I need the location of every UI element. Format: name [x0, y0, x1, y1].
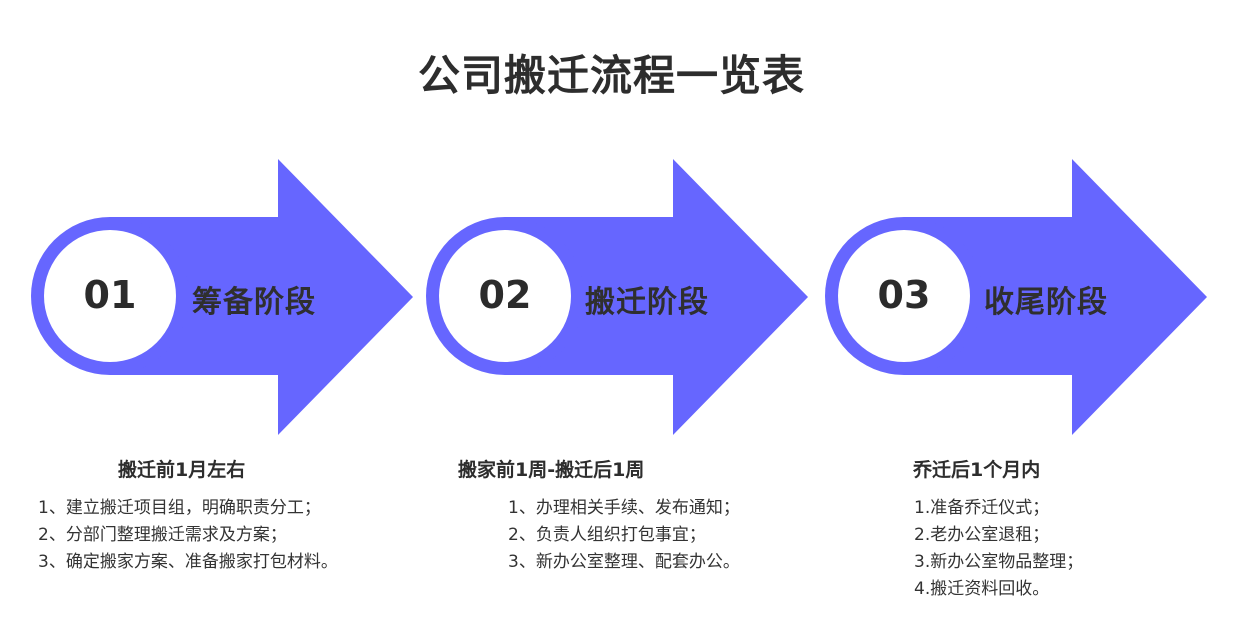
- stage-2-period: 搬家前1周-搬迁后1周: [458, 459, 645, 481]
- stage-1-period: 搬迁前1月左右: [118, 459, 246, 481]
- stage-3-arrow: 03 收尾阶段: [822, 155, 1212, 440]
- stage-3-period: 乔迁后1个月内: [913, 459, 1041, 481]
- list-item: 1、建立搬迁项目组，明确职责分工；: [38, 498, 321, 518]
- page-title: 公司搬迁流程一览表: [417, 51, 805, 100]
- list-item: 2、分部门整理搬迁需求及方案；: [38, 525, 287, 545]
- list-item: 3.新办公室物品整理；: [914, 552, 1084, 572]
- stage-1-task-list: 1、建立搬迁项目组，明确职责分工； 2、分部门整理搬迁需求及方案； 3、确定搬家…: [38, 495, 338, 576]
- list-item: 2.老办公室退租；: [914, 525, 1050, 545]
- stage-2-task-list: 1、办理相关手续、发布通知； 2、负责人组织打包事宜； 3、新办公室整理、配套办…: [508, 495, 740, 576]
- list-item: 3、确定搬家方案、准备搬家打包材料。: [38, 552, 338, 572]
- arrow-shape: [825, 159, 1207, 435]
- arrow-shape: [31, 159, 413, 435]
- stage-name: 收尾阶段: [984, 285, 1108, 320]
- list-item: 1.准备乔迁仪式；: [914, 498, 1050, 518]
- stage-3-task-list: 1.准备乔迁仪式； 2.老办公室退租； 3.新办公室物品整理； 4.搬迁资料回收…: [914, 495, 1083, 603]
- list-item: 3、新办公室整理、配套办公。: [508, 552, 740, 572]
- stage-name: 筹备阶段: [192, 285, 316, 320]
- list-item: 4.搬迁资料回收。: [914, 579, 1050, 599]
- stage-number: 02: [478, 273, 532, 317]
- stage-name: 搬迁阶段: [585, 285, 709, 320]
- stage-number: 01: [83, 273, 137, 317]
- stage-1-arrow: 01 筹备阶段: [28, 155, 418, 440]
- list-item: 1、办理相关手续、发布通知；: [508, 498, 740, 518]
- stage-2-arrow: 02 搬迁阶段: [423, 155, 813, 440]
- arrow-shape: [426, 159, 808, 435]
- stage-number: 03: [877, 273, 931, 317]
- list-item: 2、负责人组织打包事宜；: [508, 525, 706, 545]
